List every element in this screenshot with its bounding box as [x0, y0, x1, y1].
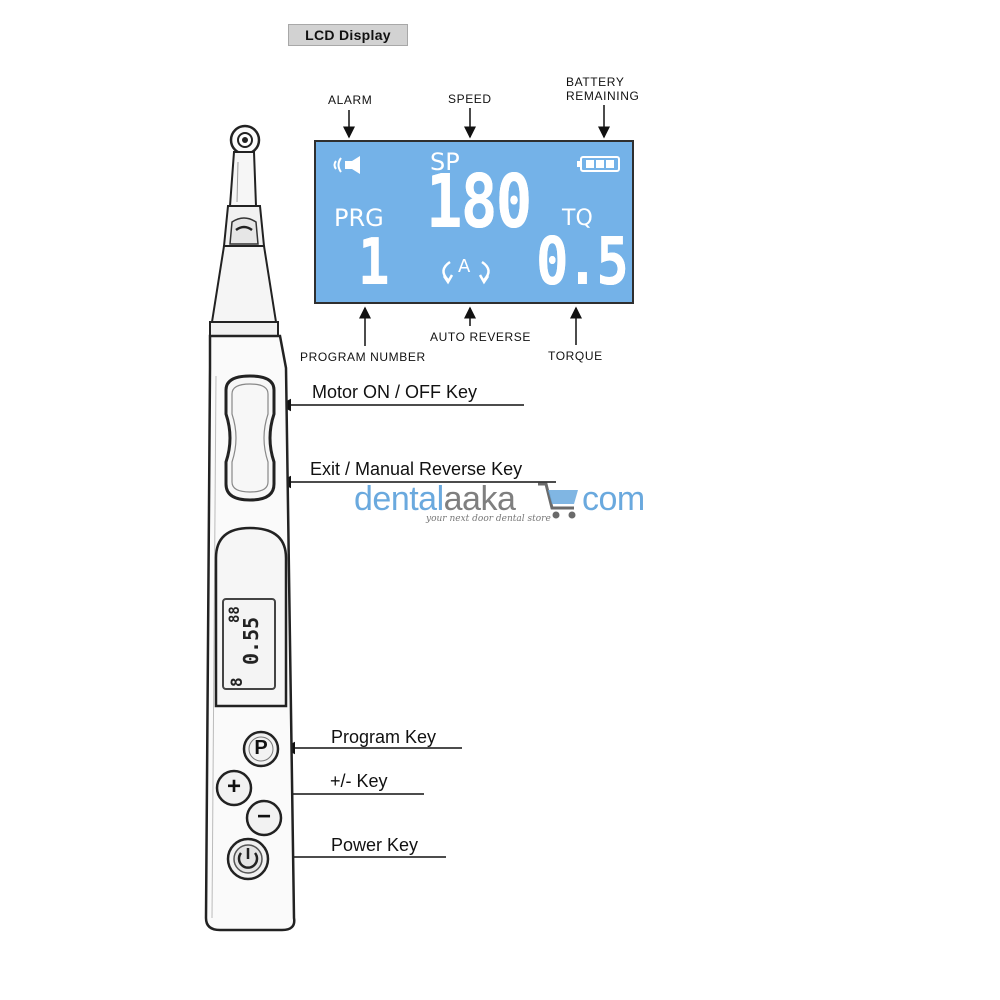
device-button-cluster — [215, 730, 283, 881]
torque-callout-label: TORQUE — [548, 349, 603, 363]
watermark-brand-left-text: dentalaaka — [354, 480, 516, 518]
speed-callout-label: SPEED — [448, 92, 492, 106]
torque-value: 0.5 — [536, 223, 629, 300]
power-icon — [237, 852, 259, 869]
program-number-callout-label: PROGRAM NUMBER — [300, 350, 426, 364]
watermark-brand-right: com — [582, 480, 645, 518]
program-key-label: Program Key — [331, 727, 437, 747]
exit-key-label: Exit / Manual Reverse Key — [310, 459, 523, 479]
watermark-brand-part-dental: dental — [354, 480, 444, 518]
minus-key[interactable] — [245, 799, 283, 837]
battery-callout-label-line2: REMAINING — [566, 89, 640, 103]
auto-reverse-glyph: A — [458, 256, 471, 277]
mini-torque-value: 0.55 — [239, 616, 263, 665]
auto-reverse-callout-label: AUTO REVERSE — [430, 330, 532, 344]
tq-label: TQ — [562, 206, 593, 231]
plus-key-symbol[interactable]: + — [226, 773, 241, 800]
motor-key-label: Motor ON / OFF Key — [312, 382, 478, 402]
plus-minus-key-label: +/- Key — [330, 771, 388, 791]
auto-reverse-icon — [442, 260, 490, 285]
speed-value: 180 — [426, 159, 532, 245]
device-mini-display: 8 0.55 88 — [222, 598, 276, 690]
program-key-symbol[interactable]: P — [254, 737, 268, 759]
watermark-brand-left: dentalaaka — [354, 480, 516, 519]
page-title: LCD Display — [288, 24, 408, 46]
battery-icon — [577, 156, 620, 172]
lcd-screen: SP 180 PRG 1 TQ 0.5 A — [314, 140, 634, 304]
power-key-label: Power Key — [331, 835, 419, 855]
mini-speed-value: 88 — [227, 606, 243, 623]
sp-label: SP — [430, 148, 460, 176]
plus-key[interactable] — [215, 769, 253, 807]
program-value: 1 — [358, 226, 390, 300]
alarm-icon — [333, 156, 360, 174]
cart-icon — [538, 482, 578, 519]
watermark-brand-part-aaka: aaka — [443, 480, 516, 518]
prg-label: PRG — [334, 204, 384, 232]
alarm-callout-label: ALARM — [328, 93, 373, 107]
watermark-tagline: your next door dental store — [426, 514, 551, 524]
battery-callout-label-line1: BATTERY — [566, 75, 625, 89]
mini-program-value: 8 — [227, 677, 246, 687]
minus-key-symbol[interactable]: − — [256, 803, 271, 830]
